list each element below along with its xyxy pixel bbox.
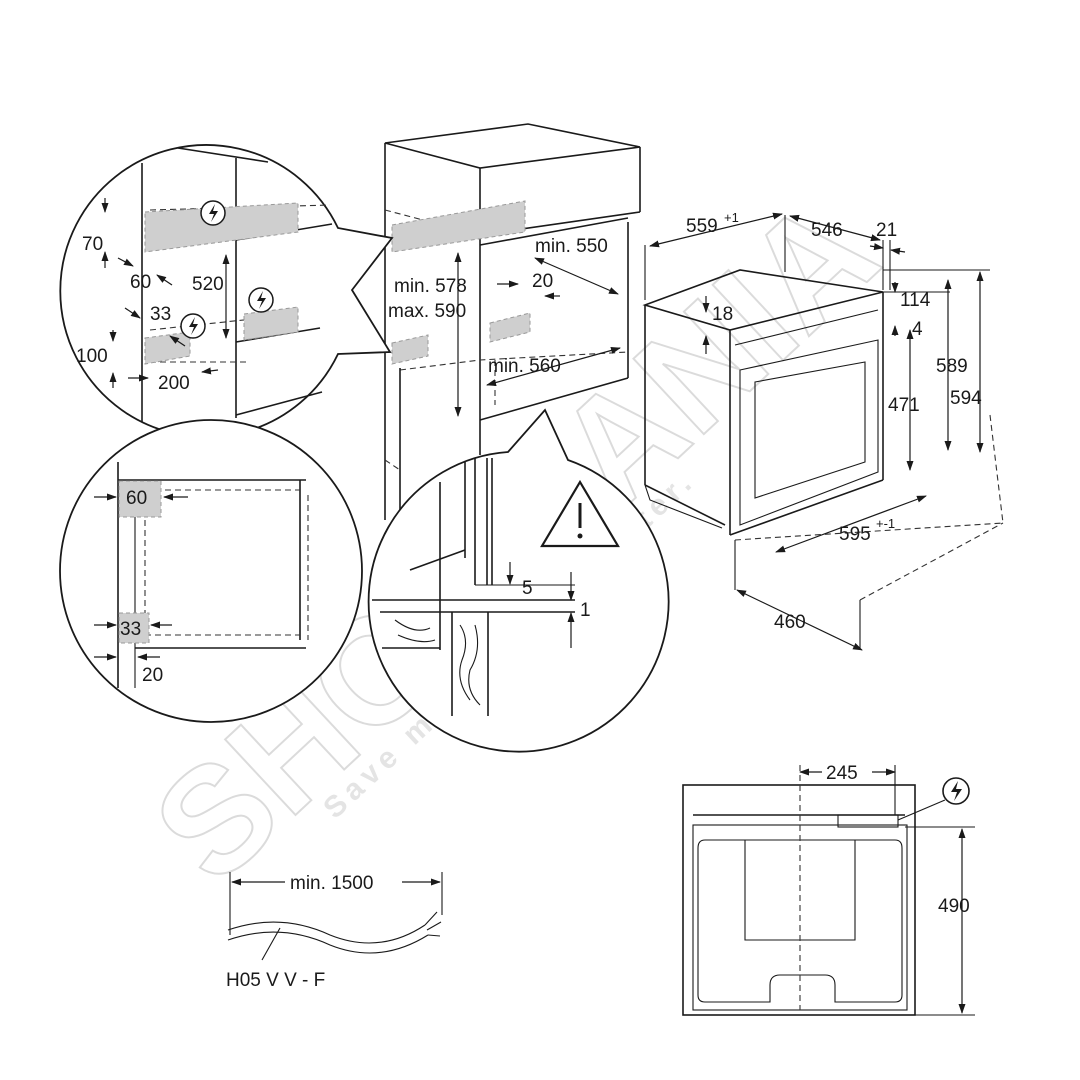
dim-559-tolerance: +1: [724, 210, 739, 225]
cable-drawing: min. 1500 H05 V V - F: [226, 872, 443, 991]
dim-min-578: min. 578: [394, 276, 467, 297]
electrical-hazard-icon: [248, 287, 274, 313]
dim-4: 4: [912, 319, 923, 340]
dim-18: 18: [712, 304, 733, 325]
electrical-hazard-icon: [180, 313, 206, 339]
detail-floor-bubble: 5 1: [367, 408, 670, 753]
gap-dim-60: 60: [126, 488, 147, 509]
cable-type: H05 V V - F: [226, 970, 325, 991]
detail-gaps-bubble: 60 33 20: [59, 419, 363, 723]
rear-view-drawing: 245 490: [682, 763, 975, 1016]
gap-dim-33: 33: [120, 619, 141, 640]
dim-min-560: min. 560: [488, 356, 561, 377]
electrical-hazard-icon: [200, 200, 226, 226]
detail-dim-200: 200: [158, 373, 190, 394]
detail-dim-60: 60: [130, 272, 151, 293]
dim-595-tolerance: +-1: [876, 516, 895, 531]
dim-max-590: max. 590: [388, 301, 466, 322]
dim-589: 589: [936, 356, 968, 377]
floor-dim-1: 1: [580, 600, 591, 621]
dim-594: 594: [950, 388, 982, 409]
dim-20: 20: [532, 271, 553, 292]
rear-dim-245: 245: [826, 763, 858, 784]
dim-546: 546: [811, 220, 843, 241]
oven-drawing: 559 +1 546 21 114 4 18 471 589 594 595 +…: [642, 210, 1004, 651]
warning-triangle-icon: [540, 479, 620, 548]
electrical-hazard-icon: [942, 777, 970, 805]
dim-595: 595: [839, 524, 871, 545]
detail-dim-100: 100: [76, 346, 108, 367]
dim-min-550: min. 550: [535, 236, 608, 257]
dim-460: 460: [774, 612, 806, 633]
dim-114: 114: [900, 290, 931, 311]
cable-length: min. 1500: [290, 873, 373, 894]
floor-dim-5: 5: [522, 578, 533, 599]
dim-559: 559: [686, 216, 718, 237]
dim-471: 471: [888, 395, 920, 416]
detail-ventilation-bubble: 70 60 520 33 100 200: [59, 144, 394, 438]
gap-dim-20: 20: [142, 665, 163, 686]
detail-dim-33: 33: [150, 304, 171, 325]
dim-21: 21: [876, 220, 897, 241]
rear-dim-490: 490: [938, 896, 970, 917]
cabinet-drawing: min. 550 20 min. 578 max. 590 min. 560: [384, 123, 641, 540]
detail-dim-520: 520: [192, 274, 224, 295]
detail-dim-70: 70: [82, 234, 103, 255]
